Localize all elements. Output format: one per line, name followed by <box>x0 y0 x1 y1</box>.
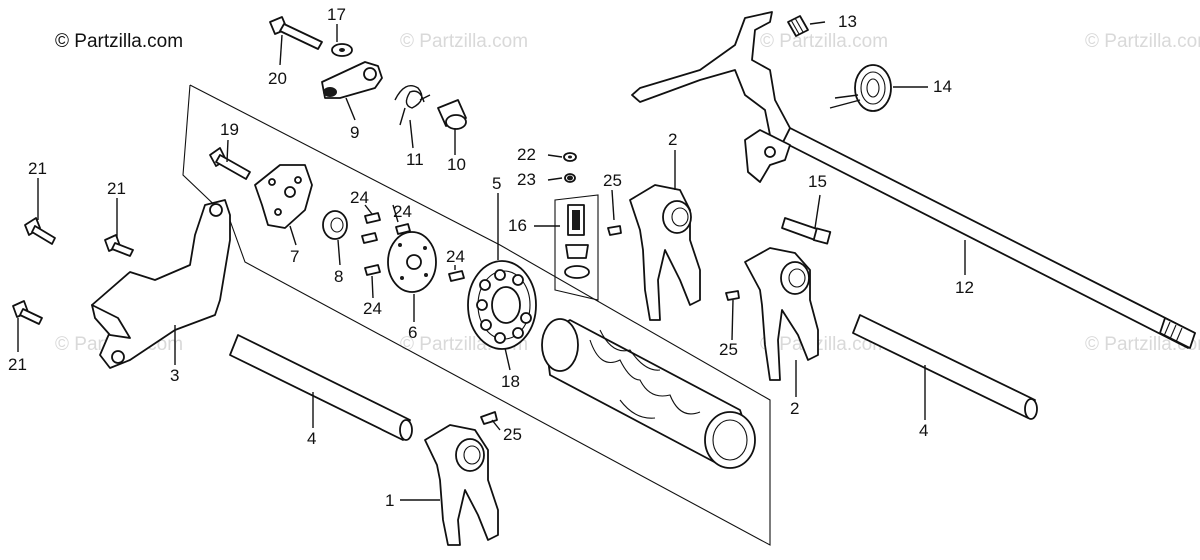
shift-drum-5 <box>541 318 756 469</box>
callout-labels: 17 20 13 14 9 11 10 19 2 25 22 23 16 5 2… <box>8 5 974 510</box>
callout-18: 18 <box>501 372 520 391</box>
fork-shaft-4b <box>852 314 1038 420</box>
neutral-switch-16 <box>554 194 599 301</box>
washer-17 <box>331 43 353 57</box>
callout-24a: 24 <box>350 188 369 207</box>
callout-22: 22 <box>517 145 536 164</box>
collar-10 <box>437 99 467 130</box>
bolt-21a <box>24 217 56 245</box>
leader-lines <box>17 21 966 501</box>
callout-16: 16 <box>508 216 527 235</box>
plate-6 <box>387 231 437 293</box>
subassembly-frame <box>182 84 771 546</box>
callout-6: 6 <box>408 323 417 342</box>
callout-23: 23 <box>517 170 536 189</box>
callout-4a: 4 <box>307 429 316 448</box>
return-spring-14 <box>829 64 892 112</box>
nut-23 <box>564 173 576 183</box>
callout-21a: 21 <box>28 159 47 178</box>
callout-21c: 21 <box>8 355 27 374</box>
callout-24d: 24 <box>363 299 382 318</box>
copyright-text: © Partzilla.com <box>55 31 183 52</box>
watermark: © Partzilla.com <box>1085 31 1200 52</box>
watermark: © Partzilla.com <box>760 334 888 355</box>
callout-5: 5 <box>492 174 501 193</box>
watermark: © Partzilla.com <box>400 31 528 52</box>
bearing-8 <box>322 210 348 240</box>
bearing-18 <box>467 260 537 350</box>
callout-21b: 21 <box>107 179 126 198</box>
callout-25b: 25 <box>719 340 738 359</box>
callout-25a: 25 <box>603 171 622 190</box>
shift-fork-2b <box>744 247 819 381</box>
callout-4b: 4 <box>919 421 928 440</box>
callout-3: 3 <box>170 366 179 385</box>
shift-fork-2a <box>629 184 701 321</box>
callout-2b: 2 <box>790 399 799 418</box>
stopper-plate-7 <box>254 164 313 229</box>
spring-11 <box>394 85 431 126</box>
watermark: © Partzilla.com <box>760 31 888 52</box>
callout-25c: 25 <box>503 425 522 444</box>
bolt-13 <box>787 15 809 37</box>
callout-1: 1 <box>385 491 394 510</box>
gearshift-spindle <box>631 11 1196 349</box>
pin-24 <box>361 212 465 282</box>
bolt-19 <box>209 147 251 180</box>
washer-22 <box>563 152 577 162</box>
callout-13: 13 <box>838 12 857 31</box>
shift-fork-1 <box>424 424 499 546</box>
bolt-21b <box>104 234 134 257</box>
callout-2a: 2 <box>668 130 677 149</box>
bolt-21c <box>12 300 43 325</box>
callout-24b: 24 <box>393 202 412 221</box>
pin-15 <box>781 217 832 245</box>
callout-24c: 24 <box>446 247 465 266</box>
callout-12: 12 <box>955 278 974 297</box>
callout-20: 20 <box>268 69 287 88</box>
callout-7: 7 <box>290 247 299 266</box>
stopper-plate-3 <box>91 199 231 369</box>
callout-9: 9 <box>350 123 359 142</box>
callout-15: 15 <box>808 172 827 191</box>
callout-11: 11 <box>406 150 424 169</box>
callout-8: 8 <box>334 267 343 286</box>
stopper-arm-9 <box>321 61 383 99</box>
callout-14: 14 <box>933 77 952 96</box>
callout-10: 10 <box>447 155 466 174</box>
callout-17: 17 <box>327 5 346 24</box>
bolt-20 <box>269 16 323 50</box>
fork-shaft-4a <box>229 334 413 441</box>
callout-19: 19 <box>220 120 239 139</box>
